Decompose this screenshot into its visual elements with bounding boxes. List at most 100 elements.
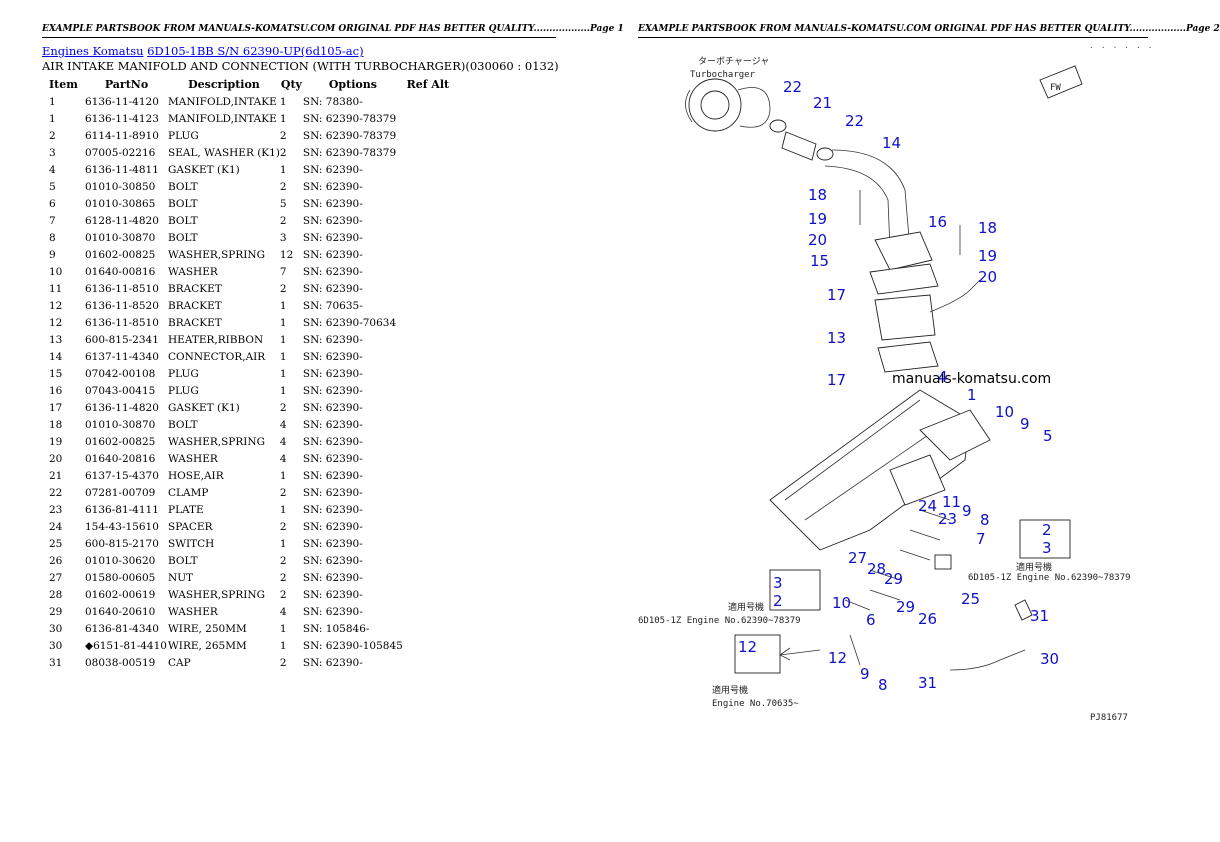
cell-description: PLUG	[168, 129, 199, 142]
apply-jp-right: 適用号機	[1016, 561, 1052, 573]
cell-item: 6	[49, 197, 56, 210]
callout-12a: 12	[828, 649, 847, 667]
callout-9a: 9	[1020, 415, 1030, 433]
header-rule-left	[42, 37, 556, 38]
cell-qty: 3	[279, 231, 287, 244]
callout-19a: 19	[808, 210, 827, 228]
cell-partno: 6136-81-4111	[85, 503, 159, 516]
cell-item: 15	[49, 367, 63, 380]
callout-12b: 12	[738, 638, 757, 656]
callout-14: 14	[882, 134, 901, 152]
parts-table: Item PartNo Description Qty Options Ref …	[42, 75, 453, 671]
callout-16: 16	[928, 213, 947, 231]
cell-item: 1	[49, 95, 56, 108]
cell-ref-alt	[403, 433, 453, 450]
callout-23: 23	[938, 510, 957, 528]
cell-description: WASHER	[168, 265, 218, 278]
figure-code: PJ81677	[1090, 713, 1128, 723]
cell-item: 1	[49, 112, 56, 125]
cell-options: SN: 62390-	[302, 588, 363, 601]
cell-partno: 6136-11-8510	[85, 316, 159, 329]
cell-item: 5	[49, 180, 56, 193]
cell-description: PLATE	[168, 503, 204, 516]
callout-11: 11	[942, 493, 961, 511]
apply-jp-bottom: 適用号機	[712, 684, 748, 696]
cell-options: SN: 62390-	[302, 214, 363, 227]
cell-options: SN: 62390-	[302, 333, 363, 346]
cell-options: SN: 78380-	[302, 95, 363, 108]
callout-17b: 17	[827, 371, 846, 389]
cell-qty: 2	[279, 129, 287, 142]
cell-options: SN: 62390-	[302, 503, 363, 516]
cell-qty: 2	[279, 520, 287, 533]
cell-qty: 12	[279, 248, 294, 261]
cell-options: SN: 62390-70634	[302, 316, 397, 329]
cell-ref-alt	[403, 382, 453, 399]
cell-options: SN: 62390-78379	[302, 129, 397, 142]
cell-description: PLUG	[168, 384, 199, 397]
cell-qty: 7	[279, 265, 287, 278]
cell-item: 17	[49, 401, 63, 414]
cell-partno: 6137-11-4340	[85, 350, 159, 363]
cell-item: 31	[49, 656, 63, 669]
cell-item: 24	[49, 520, 63, 533]
callout-2a: 2	[1042, 521, 1052, 539]
cell-description: SPACER	[168, 520, 213, 533]
callout-10a: 10	[995, 403, 1014, 421]
cell-ref-alt	[403, 484, 453, 501]
cell-item: 12	[49, 299, 63, 312]
cell-qty: 4	[279, 605, 287, 618]
cell-ref-alt	[403, 586, 453, 603]
callout-24: 24	[918, 497, 937, 515]
cell-options: SN: 62390-	[302, 282, 363, 295]
cell-options: SN: 62390-105845	[302, 639, 403, 652]
cell-ref-alt	[403, 450, 453, 467]
cell-item: 8	[49, 231, 56, 244]
cell-qty: 2	[279, 214, 287, 227]
cell-ref-alt	[403, 263, 453, 280]
callout-9c: 9	[860, 665, 870, 683]
cell-options: SN: 62390-	[302, 350, 363, 363]
cell-item: 16	[49, 384, 63, 397]
cell-description: WASHER	[168, 605, 218, 618]
cell-options: SN: 62390-	[302, 418, 363, 431]
cell-item: 25	[49, 537, 63, 550]
callout-29b: 29	[896, 598, 915, 616]
cell-qty: 4	[279, 435, 287, 448]
cell-description: BOLT	[168, 214, 198, 227]
cell-ref-alt	[403, 314, 453, 331]
callout-17a: 17	[827, 286, 846, 304]
inset-box-left	[769, 569, 821, 611]
cell-qty: 1	[279, 622, 287, 635]
cell-description: CLAMP	[168, 486, 209, 499]
cell-qty: 2	[279, 554, 287, 567]
breadcrumb-link-model[interactable]: 6D105-1BB S/N 62390-UP(6d105-ac)	[147, 44, 364, 58]
cell-item: 30	[49, 639, 63, 652]
turbo-label: Turbocharger	[690, 70, 756, 80]
callout-28: 28	[867, 560, 886, 578]
callout-1: 1	[967, 386, 977, 404]
intake-manifold-drawing	[769, 389, 991, 551]
cell-partno: 01580-00605	[85, 571, 156, 584]
cell-description: WIRE, 250MM	[168, 622, 247, 635]
cell-options: SN: 62390-	[302, 656, 363, 669]
cell-partno: 01640-20816	[85, 452, 156, 465]
cell-item: 11	[49, 282, 63, 295]
callout-9b: 9	[962, 502, 972, 520]
cell-options: SN: 62390-	[302, 231, 363, 244]
cell-qty: 4	[279, 452, 287, 465]
breadcrumb-link-engines[interactable]: Engines Komatsu	[42, 44, 144, 58]
cell-options: SN: 62390-	[302, 384, 363, 397]
cell-item: 4	[49, 163, 56, 176]
cell-description: BOLT	[168, 554, 198, 567]
cell-options: SN: 62390-	[302, 401, 363, 414]
cell-options: SN: 62390-	[302, 248, 363, 261]
